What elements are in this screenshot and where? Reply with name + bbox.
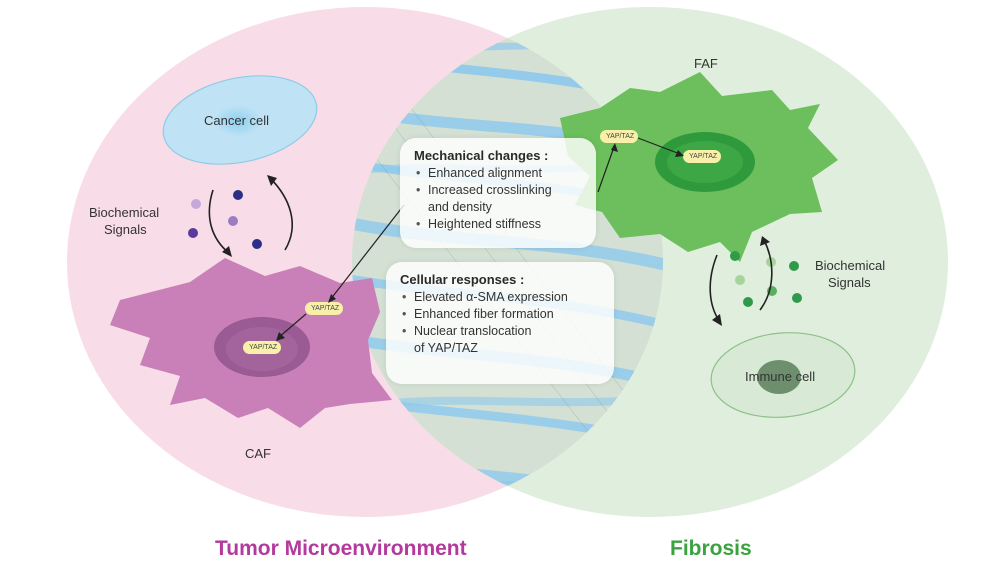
biochem-right-label-1: Biochemical xyxy=(815,258,886,273)
mechanical-item: Increased crosslinking and density xyxy=(414,182,582,216)
yap-pill-faf-nucleus xyxy=(683,150,721,163)
mechanical-item-continuation: and density xyxy=(428,200,492,214)
yap-label-caf-nucleus: YAP/TAZ xyxy=(249,344,278,351)
arrowhead-up-right xyxy=(760,236,770,246)
caf-label: CAF xyxy=(245,446,271,461)
immune-cell-nucleus xyxy=(757,360,801,394)
cancer-cell-label: Cancer cell xyxy=(204,113,270,128)
yap-label-faf-nucleus: YAP/TAZ xyxy=(689,153,718,160)
left-signal-molecules xyxy=(188,190,262,249)
mechanical-item: Enhanced alignment xyxy=(414,165,582,182)
immune-cell-label: Immune cell xyxy=(745,369,816,384)
mechanical-changes-box: Mechanical changes : Enhanced alignment … xyxy=(400,138,596,248)
mechanical-changes-title: Mechanical changes : xyxy=(414,148,549,163)
yap-pill-caf-cytoplasm xyxy=(305,302,343,315)
mechanical-item-line: Increased crosslinking xyxy=(428,183,552,197)
mechanical-item: Heightened stiffness xyxy=(414,216,582,233)
mechanical-changes-list: Enhanced alignment Increased crosslinkin… xyxy=(414,165,582,233)
cellular-responses-title: Cellular responses : xyxy=(400,272,525,287)
arrow-caf-yap-translocation xyxy=(277,313,307,339)
cellular-item: Nuclear translocation of YAP/TAZ xyxy=(400,323,600,357)
tumor-microenvironment-title: Tumor Microenvironment xyxy=(215,537,467,560)
connector-mechanical-to-caf xyxy=(329,204,405,301)
yap-label-faf-cytoplasm: YAP/TAZ xyxy=(606,133,635,140)
connector-mechanical-to-faf xyxy=(597,146,615,193)
cellular-item: Enhanced fiber formation xyxy=(400,306,600,323)
fibrosis-title: Fibrosis xyxy=(670,537,752,560)
biochem-right-label-2: Signals xyxy=(828,275,871,290)
cancer-cell-nucleus xyxy=(214,105,262,137)
left-signal-arrows xyxy=(208,177,293,255)
cellular-item-line: Nuclear translocation xyxy=(414,324,532,338)
arrowhead-up-left xyxy=(267,175,277,186)
cellular-item: Elevated α-SMA expression xyxy=(400,289,600,306)
yap-pill-faf-cytoplasm xyxy=(600,130,638,143)
arrowhead-down-right xyxy=(712,314,722,326)
yap-label-caf-cytoplasm: YAP/TAZ xyxy=(311,305,340,312)
arrowhead-down-left xyxy=(222,246,232,257)
cellular-item-continuation: of YAP/TAZ xyxy=(414,341,478,355)
biochem-left-label-1: Biochemical xyxy=(89,205,160,220)
biochem-left-label-2: Signals xyxy=(104,222,147,237)
cellular-responses-list: Elevated α-SMA expression Enhanced fiber… xyxy=(400,289,600,357)
faf-label: FAF xyxy=(694,56,718,71)
yap-pill-caf-nucleus xyxy=(243,341,281,354)
arrow-faf-yap-translocation xyxy=(637,137,681,155)
cellular-responses-box: Cellular responses : Elevated α-SMA expr… xyxy=(386,262,614,384)
